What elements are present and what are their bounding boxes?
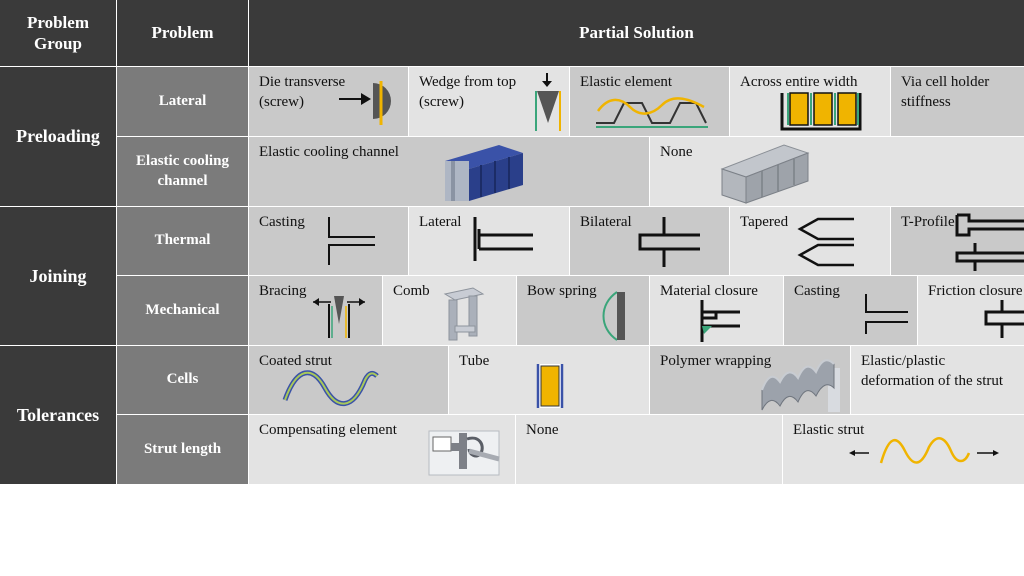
across-width-icon [780, 92, 862, 131]
solution-label: Elastic cooling channel [259, 144, 399, 160]
solution-lateral-thermal: Lateral [409, 207, 569, 275]
solution-casting-thermal: Casting [249, 207, 408, 275]
solution-label: Tube [459, 353, 490, 369]
solution-label: Die transverse (screw) [259, 74, 346, 110]
friction-closure-icon [984, 300, 1024, 338]
solution-die-transverse: Die transverse (screw) [249, 67, 408, 136]
solution-label: Polymer wrapping [660, 353, 772, 369]
compensating-element-icon [428, 430, 500, 476]
casting-profile-icon [328, 217, 375, 265]
solution-label: Bracing [259, 283, 307, 299]
solution-label: Comb [393, 283, 430, 299]
solution-label: Elastic/plastic deformation of the strut [861, 353, 1004, 389]
solution-elastic-cooling-channel: Elastic cooling channel [249, 137, 649, 206]
solution-label: Elastic element [580, 74, 673, 90]
solution-coated-strut: Coated strut [249, 346, 448, 414]
solution-label: Compensating element [259, 422, 397, 438]
solution-label: Casting [794, 283, 840, 299]
solution-wedge-from-top: Wedge from top (screw) [409, 67, 569, 136]
group-joining: Joining [0, 207, 116, 345]
solution-bracing: Bracing [249, 276, 382, 345]
solution-tube: Tube [449, 346, 649, 414]
cooling-channel-blue-icon [445, 145, 523, 201]
solution-friction-closure: Friction closure [918, 276, 1024, 345]
solution-label: Bilateral [580, 214, 632, 230]
problem-cells: Cells [117, 346, 248, 414]
die-transverse-icon [339, 81, 391, 125]
problem-lateral: Lateral [117, 67, 248, 136]
solution-label: Elastic strut [793, 422, 865, 438]
problem-strut-length: Strut length [117, 415, 248, 484]
solution-label: None [526, 422, 559, 438]
group-preloading: Preloading [0, 67, 116, 206]
solution-material-closure: Material closure [650, 276, 783, 345]
problem-elastic-cooling-channel: Elastic cooling channel [117, 137, 248, 206]
bilateral-profile-icon [638, 217, 700, 267]
wedge-icon [535, 73, 561, 131]
header-problem: Problem [117, 0, 248, 66]
comb-icon [443, 287, 485, 341]
cooling-channel-gray-icon [720, 144, 810, 204]
solution-label: Wedge from top (screw) [419, 74, 517, 110]
solution-label: T-Profile [901, 214, 955, 230]
header-partial-solution: Partial Solution [249, 0, 1024, 66]
bracing-icon [313, 296, 365, 338]
solution-label: Material closure [660, 283, 758, 299]
t-profile-icon [955, 213, 1024, 271]
tube-icon [536, 364, 564, 408]
casting-mechanical-icon [865, 294, 908, 334]
solution-label: Friction closure [928, 283, 1023, 299]
solution-elastic-plastic-deformation: Elastic/plastic deformation of the strut [851, 346, 1024, 414]
solution-elastic-strut: Elastic strut [783, 415, 1024, 484]
solution-across-entire-width: Across entire width [730, 67, 890, 136]
solution-none-cooling: None [650, 137, 1024, 206]
solution-none-strut: None [516, 415, 782, 484]
problem-mechanical: Mechanical [117, 276, 248, 345]
solution-comb: Comb [383, 276, 516, 345]
solution-polymer-wrapping: Polymer wrapping [650, 346, 850, 414]
polymer-wrapping-icon [761, 359, 840, 412]
solution-bow-spring: Bow spring [517, 276, 649, 345]
solution-label: Across entire width [740, 74, 858, 90]
solution-via-cell-holder: Via cell holder stiffness [891, 67, 1024, 136]
header-problem-group: Problem Group [0, 0, 116, 66]
solution-bilateral: Bilateral [570, 207, 729, 275]
solution-label: Lateral [419, 214, 462, 230]
material-closure-icon [700, 300, 740, 342]
lateral-profile-icon [473, 217, 533, 261]
solution-label: Casting [259, 214, 305, 230]
solution-casting-mechanical: Casting [784, 276, 917, 345]
tapered-profile-icon [797, 217, 854, 267]
solution-label: Coated strut [259, 353, 332, 369]
solution-label: None [660, 144, 693, 160]
solution-t-profile: T-Profile [891, 207, 1024, 275]
elastic-strut-icon [849, 437, 999, 464]
solution-tapered: Tapered [730, 207, 890, 275]
solution-label: Tapered [740, 214, 789, 230]
bow-spring-icon [602, 291, 625, 341]
problem-thermal: Thermal [117, 207, 248, 275]
solution-label: Bow spring [527, 283, 597, 299]
solution-elastic-element: Elastic element [570, 67, 729, 136]
solution-compensating-element: Compensating element [249, 415, 515, 484]
elastic-element-icon [596, 97, 708, 128]
coated-strut-icon [282, 370, 379, 407]
solution-label: Via cell holder stiffness [901, 74, 990, 110]
group-tolerances: Tolerances [0, 346, 116, 484]
